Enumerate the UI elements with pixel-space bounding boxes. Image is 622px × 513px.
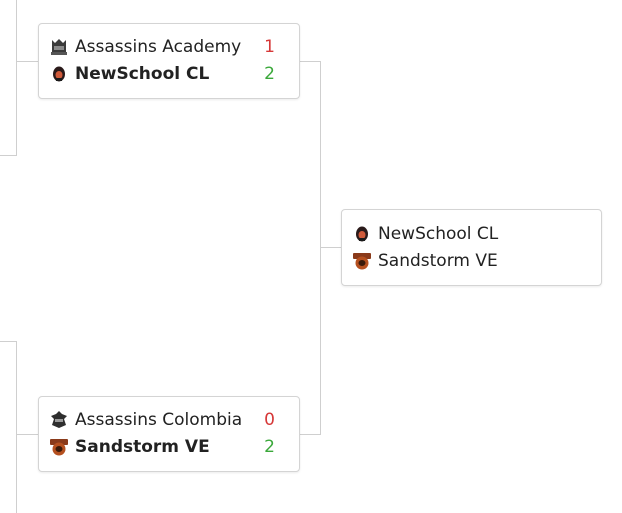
sandstorm-ve-logo-icon xyxy=(49,437,69,457)
connector-line xyxy=(0,155,17,156)
team-row-newschool-cl[interactable]: NewSchool CL 2 xyxy=(49,61,289,87)
team-name: NewSchool CL xyxy=(378,224,499,244)
connector-line xyxy=(16,341,17,513)
connector-line xyxy=(320,61,321,435)
team-row-assassins-colombia[interactable]: Assassins Colombia 0 xyxy=(49,407,289,433)
assassins-colombia-logo-icon xyxy=(49,410,69,430)
connector-line xyxy=(299,434,320,435)
team-score: 2 xyxy=(264,437,275,457)
sandstorm-ve-logo-icon xyxy=(352,251,372,271)
match-card-semifinal-2[interactable]: Assassins Colombia 0 Sandstorm VE 2 xyxy=(38,396,300,472)
team-row-sandstorm-ve[interactable]: Sandstorm VE 2 xyxy=(49,434,289,460)
match-card-semifinal-1[interactable]: Assassins Academy 1 NewSchool CL 2 xyxy=(38,23,300,99)
connector-line xyxy=(299,61,320,62)
match-card-final[interactable]: NewSchool CL Sandstorm VE xyxy=(341,209,602,286)
connector-line xyxy=(16,0,17,156)
connector-line xyxy=(0,341,17,342)
team-score: 2 xyxy=(264,64,275,84)
connector-line xyxy=(17,61,39,62)
team-score: 1 xyxy=(264,37,275,57)
team-name: NewSchool CL xyxy=(75,64,210,84)
connector-line xyxy=(17,434,39,435)
team-name: Assassins Academy xyxy=(75,37,242,57)
connector-line xyxy=(320,247,342,248)
team-score: 0 xyxy=(264,410,275,430)
team-row-assassins-academy[interactable]: Assassins Academy 1 xyxy=(49,34,289,60)
newschool-cl-logo-icon xyxy=(49,64,69,84)
team-row-sandstorm-ve[interactable]: Sandstorm VE xyxy=(352,248,591,274)
team-name: Assassins Colombia xyxy=(75,410,243,430)
team-row-newschool-cl[interactable]: NewSchool CL xyxy=(352,221,591,247)
assassins-academy-logo-icon xyxy=(49,37,69,57)
newschool-cl-logo-icon xyxy=(352,224,372,244)
team-name: Sandstorm VE xyxy=(75,437,210,457)
team-name: Sandstorm VE xyxy=(378,251,498,271)
